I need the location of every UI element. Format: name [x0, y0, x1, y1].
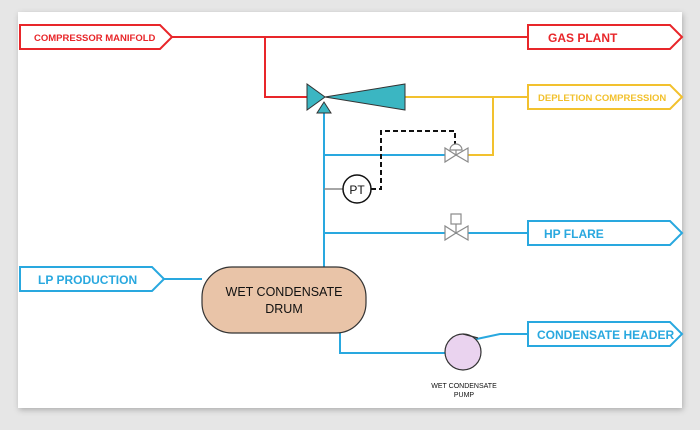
ejector[interactable] — [306, 83, 406, 114]
hp-flare-valve[interactable] — [444, 213, 469, 242]
pt-signal-line — [371, 130, 456, 190]
drum-liquid-line — [339, 333, 445, 354]
tag-hp-flare[interactable]: HP FLARE — [527, 220, 684, 246]
pressure-transmitter[interactable]: PT — [342, 174, 372, 204]
wet-condensate-pump[interactable]: WET CONDENSATE PUMP — [431, 333, 497, 399]
tag-label: COMPRESSOR MANIFOLD — [34, 33, 156, 44]
ejector-diffuser — [324, 83, 406, 111]
tag-label: GAS PLANT — [548, 31, 618, 45]
wet-condensate-drum[interactable]: WET CONDENSATE DRUM — [201, 266, 367, 334]
pt-label: PT — [349, 183, 365, 197]
tag-label: DEPLETION COMPRESSION — [538, 93, 666, 104]
depletion-bypass-line — [468, 97, 494, 156]
valve-actuator-icon — [449, 143, 463, 151]
tag-label: CONDENSATE HEADER — [537, 328, 674, 342]
tag-depletion-compression[interactable]: DEPLETION COMPRESSION — [527, 84, 684, 110]
gas-line-to-ejector — [264, 37, 307, 98]
drum-label-line2: DRUM — [265, 302, 303, 316]
tag-lp-production[interactable]: LP PRODUCTION — [19, 266, 166, 292]
pump-label-line1: WET CONDENSATE — [431, 383, 497, 390]
tag-label: HP FLARE — [544, 227, 604, 241]
ejector-suction-arrow — [316, 101, 332, 114]
pump-label-line2: PUMP — [454, 392, 475, 399]
drum-label-line1: WET CONDENSATE — [226, 285, 343, 299]
tag-label: LP PRODUCTION — [38, 273, 137, 287]
valve-actuator-icon — [450, 213, 462, 225]
tag-compressor-manifold[interactable]: COMPRESSOR MANIFOLD — [19, 24, 174, 50]
tag-condensate-header[interactable]: CONDENSATE HEADER — [527, 321, 684, 347]
condensate-line — [471, 333, 528, 341]
diagram-panel — [18, 12, 682, 408]
bypass-control-valve[interactable] — [444, 143, 469, 164]
ejector-nozzle — [306, 83, 326, 111]
tag-gas-plant[interactable]: GAS PLANT — [527, 24, 684, 50]
